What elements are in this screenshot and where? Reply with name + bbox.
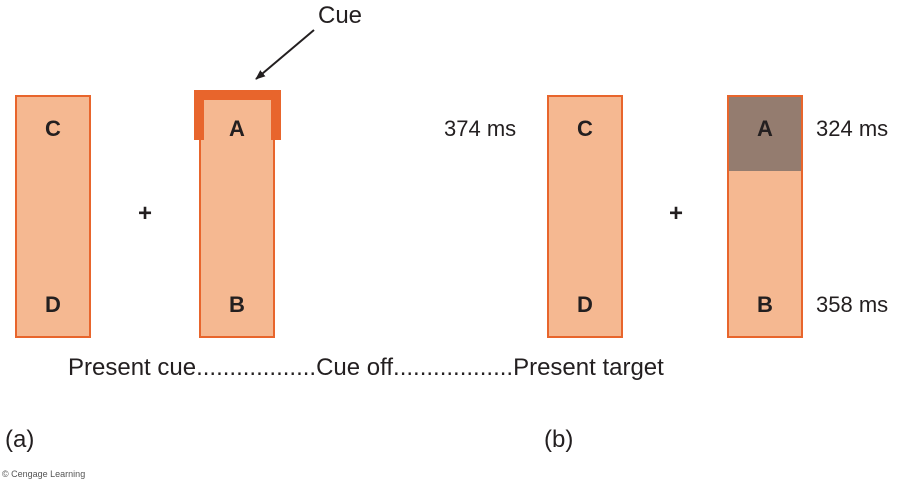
sequence-caption: Present cue..................Cue off....… <box>68 354 664 381</box>
panel-b-fixation-cross: + <box>668 200 683 227</box>
target-shade <box>729 97 801 171</box>
panel-a-letter-c: C <box>45 116 61 141</box>
panel-a-fixation-cross: + <box>137 200 152 227</box>
panel-b-letter-c: C <box>577 116 593 141</box>
panel-b-letter-a: A <box>757 116 773 141</box>
panel-b-left-rect <box>547 95 623 338</box>
panel-a-letter-b: B <box>229 292 245 317</box>
panel-a-right-rect <box>199 95 275 338</box>
cue-label: Cue <box>318 2 363 29</box>
panel-label-a: (a) <box>5 426 35 453</box>
panel-b-letter-b: B <box>757 292 773 317</box>
cue-bracket-top <box>194 90 281 100</box>
cue-bracket-right <box>271 90 281 140</box>
panel-b-time-b: 358 ms <box>816 292 889 317</box>
panel-label-b: (b) <box>544 426 574 453</box>
panel-b-time-a: 324 ms <box>816 116 889 141</box>
panel-a-left-rect <box>15 95 91 338</box>
cue-bracket-left <box>194 90 204 140</box>
copyright-credit: © Cengage Learning <box>2 469 86 479</box>
panel-b-time-c: 374 ms <box>444 116 517 141</box>
panel-b-letter-d: D <box>577 292 593 317</box>
panel-a-letter-d: D <box>45 292 61 317</box>
panel-a-letter-a: A <box>229 116 245 141</box>
